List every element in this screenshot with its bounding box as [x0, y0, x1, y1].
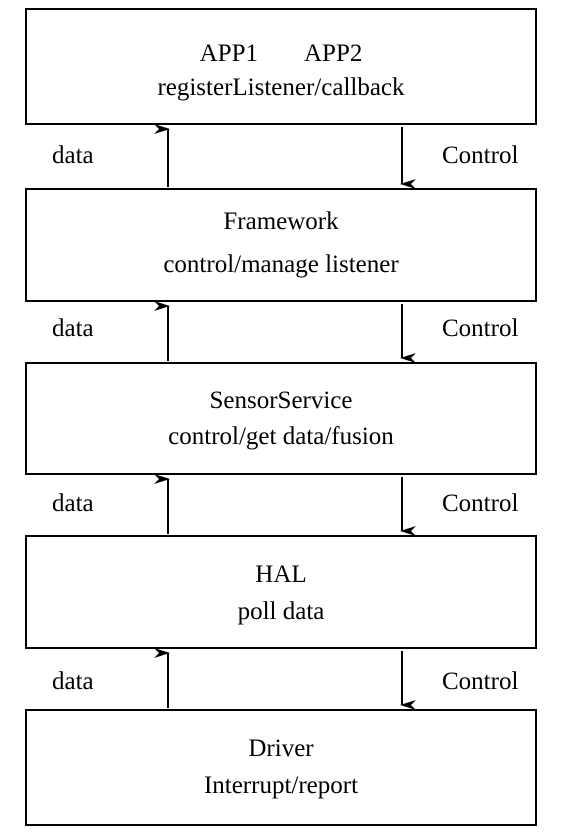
connection-1-control-label: Control	[442, 142, 519, 169]
framework-layer-box: Framework control/manage listener	[25, 188, 537, 302]
connection-1-data-label: data	[52, 142, 94, 169]
connection-2-control-label: Control	[442, 315, 519, 342]
hal-layer-box: HAL poll data	[25, 535, 537, 649]
sensorservice-layer-box: SensorService control/get data/fusion	[25, 362, 537, 475]
sensorservice-title: SensorService	[209, 387, 353, 414]
app-layer-box: APP1 APP2 registerListener/callback	[25, 8, 537, 125]
connection-4-control-label: Control	[442, 668, 519, 695]
connection-4-data-label: data	[52, 668, 94, 695]
framework-title: Framework	[223, 208, 339, 235]
driver-title: Driver	[248, 735, 314, 762]
sensorservice-description: control/get data/fusion	[168, 423, 394, 450]
framework-description: control/manage listener	[163, 251, 399, 278]
app1-label: APP1	[199, 40, 258, 67]
hal-description: poll data	[237, 598, 325, 625]
app2-label: APP2	[304, 40, 363, 67]
hal-title: HAL	[255, 561, 307, 588]
app-names-line: APP1 APP2	[27, 39, 535, 69]
connection-2-data-label: data	[52, 315, 94, 342]
connection-3-data-label: data	[52, 490, 94, 517]
driver-description: Interrupt/report	[203, 772, 359, 799]
driver-layer-box: Driver Interrupt/report	[25, 709, 537, 826]
app-description: registerListener/callback	[157, 74, 405, 101]
connection-3-control-label: Control	[442, 490, 519, 517]
